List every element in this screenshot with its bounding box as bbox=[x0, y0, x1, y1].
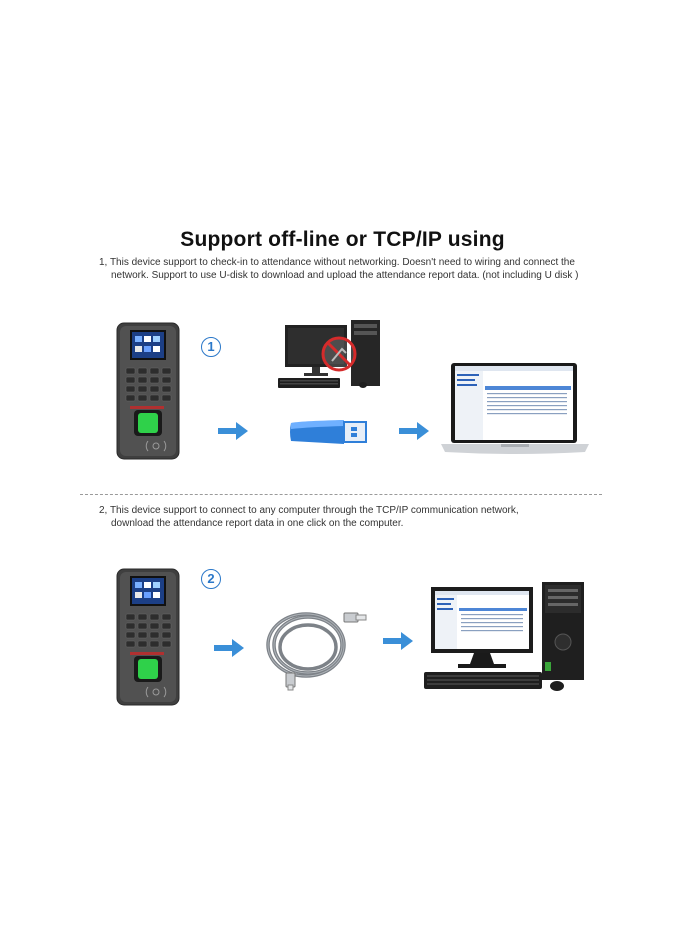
attendance-device-icon bbox=[116, 568, 180, 706]
section2-description-line1: 2, This device support to connect to any… bbox=[99, 505, 519, 516]
arrow-right-icon bbox=[383, 632, 413, 650]
usb-drive-icon bbox=[289, 417, 369, 447]
section2-description-line2: download the attendance report data in o… bbox=[111, 518, 404, 529]
laptop-icon bbox=[441, 362, 589, 455]
arrow-right-icon bbox=[218, 422, 248, 440]
arrow-right-icon bbox=[214, 639, 244, 657]
section1-description-line2: network. Support to use U-disk to downlo… bbox=[111, 270, 579, 281]
arrow-right-icon bbox=[399, 422, 429, 440]
page-title: Support off-line or TCP/IP using bbox=[180, 228, 505, 251]
step-badge-1: 1 bbox=[201, 337, 221, 357]
no-network-icon bbox=[320, 335, 358, 373]
section-divider bbox=[80, 494, 602, 495]
step-badge-2: 2 bbox=[201, 569, 221, 589]
attendance-device-icon bbox=[116, 322, 180, 460]
desktop-computer-icon bbox=[424, 582, 586, 694]
ethernet-cable-icon bbox=[264, 601, 370, 691]
section1-description-line1: 1, This device support to check-in to at… bbox=[99, 257, 575, 268]
